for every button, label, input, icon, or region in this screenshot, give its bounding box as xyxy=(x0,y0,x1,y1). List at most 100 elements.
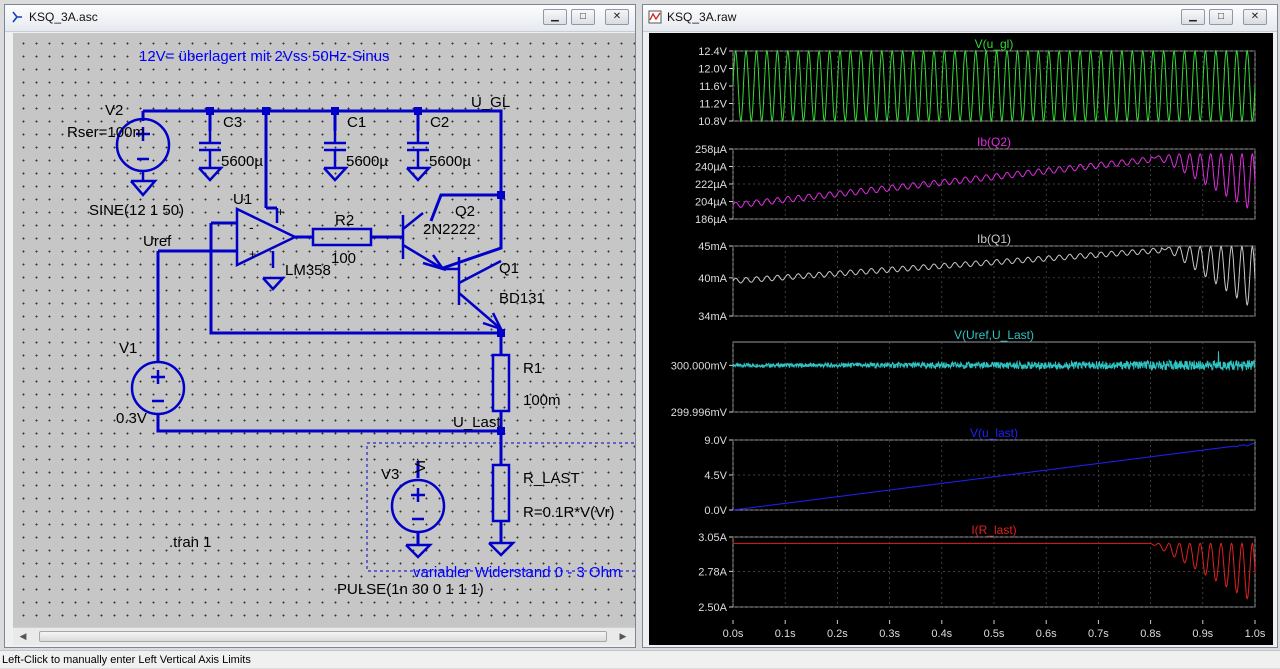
y-tick-label[interactable]: 9.0V xyxy=(704,435,727,447)
label-v1-value: 0.3V xyxy=(116,410,147,427)
ground-r-last xyxy=(488,541,517,557)
trace-3[interactable] xyxy=(732,351,1256,372)
trace-title[interactable]: V(u_last) xyxy=(970,426,1018,440)
y-tick-label[interactable]: 2.78A xyxy=(698,566,727,578)
schematic-window[interactable]: KSQ_3A.asc ▁ □ ✕ xyxy=(4,4,636,648)
label-vr: Vr xyxy=(412,459,429,473)
label-opamp-minus: - xyxy=(249,219,254,235)
label-q2-type: 2N2222 xyxy=(423,221,476,238)
y-tick-label[interactable]: 11.2V xyxy=(699,99,728,111)
label-c2-value: 5600µ xyxy=(429,153,471,170)
y-tick-label[interactable]: 4.5V xyxy=(704,470,727,482)
label-sine: SINE(12 1 50) xyxy=(89,202,184,219)
waveform-viewer[interactable]: V(u_gl) 12.4V 12.0V 11.6V 11.2V 10.8V Ib(Q2) 25… xyxy=(649,33,1273,645)
trace-title[interactable]: I(R_last) xyxy=(971,523,1016,537)
plot-pane-1[interactable]: Ib(Q2) 258µA 240µA 222µA 204µA 186µA xyxy=(695,135,1256,226)
capacitor-c3[interactable] xyxy=(198,131,224,182)
x-tick-label[interactable]: 0.3s xyxy=(879,628,900,640)
capacitor-c1[interactable] xyxy=(323,131,349,182)
x-tick-label[interactable]: 0.6s xyxy=(1036,628,1057,640)
y-tick-label[interactable]: 10.8V xyxy=(698,116,727,128)
resistor-r1[interactable] xyxy=(491,353,511,413)
trace-4[interactable] xyxy=(733,443,1256,511)
resistor-r-last[interactable] xyxy=(491,463,511,523)
x-tick-label[interactable]: 1.0s xyxy=(1245,628,1266,640)
schematic-canvas[interactable]: 12V= überlagert mit 2Vss 50Hz-Sinus V2 R… xyxy=(13,33,635,627)
schematic-app-icon xyxy=(12,11,22,23)
y-tick-label[interactable]: 3.05A xyxy=(698,532,727,544)
y-tick-label[interactable]: 222µA xyxy=(695,179,728,191)
trace-title[interactable]: Ib(Q2) xyxy=(977,135,1011,149)
plot-minimize-button[interactable]: ▁ xyxy=(1181,9,1205,25)
resistor-r2[interactable] xyxy=(311,227,373,247)
plot-pane-0[interactable]: V(u_gl) 12.4V 12.0V 11.6V 11.2V 10.8V xyxy=(698,37,1256,128)
y-tick-label[interactable]: 258µA xyxy=(695,144,728,156)
trace-title[interactable]: V(Uref,U_Last) xyxy=(954,328,1034,342)
plot-window-title: KSQ_3A.raw xyxy=(667,10,737,24)
x-tick-label[interactable]: 0.9s xyxy=(1192,628,1213,640)
maximize-button[interactable]: □ xyxy=(571,9,595,25)
x-tick-label[interactable]: 0.5s xyxy=(984,628,1005,640)
trace-2[interactable] xyxy=(732,245,1256,307)
y-tick-label[interactable]: 299.996mV xyxy=(671,407,728,419)
x-axis[interactable]: 0.0s 0.1s 0.2s 0.3s 0.4s 0.5s 0.6s 0.7s 0.8s 0.9s… xyxy=(723,620,1266,640)
trace-title[interactable]: V(u_gl) xyxy=(975,37,1014,51)
close-button[interactable]: ✕ xyxy=(605,9,629,25)
variable-resistor-box xyxy=(366,442,635,572)
transistor-q1[interactable] xyxy=(443,257,504,332)
plot-titlebar[interactable]: KSQ_3A.raw ▁ □ ✕ xyxy=(643,5,1277,32)
scroll-thumb[interactable] xyxy=(39,631,607,642)
y-tick-label[interactable]: 300.000mV xyxy=(671,360,728,372)
plot-pane-3[interactable]: V(Uref,U_Last) 300.000mV 299.996mV xyxy=(671,328,1256,419)
y-tick-label[interactable]: 40mA xyxy=(698,273,727,285)
scroll-left-icon[interactable]: ◀ xyxy=(19,631,27,641)
label-tran: .tran 1 xyxy=(169,534,212,551)
schematic-hscroll[interactable]: ◀ ▶ xyxy=(13,627,635,645)
y-tick-label[interactable]: 186µA xyxy=(695,214,728,226)
waveform-plots[interactable]: V(u_gl) 12.4V 12.0V 11.6V 11.2V 10.8V Ib(Q2) 25… xyxy=(649,33,1273,645)
schematic-titlebar[interactable]: KSQ_3A.asc ▁ □ ✕ xyxy=(5,5,635,32)
capacitor-c2[interactable] xyxy=(406,131,432,182)
y-tick-label[interactable]: 12.0V xyxy=(698,64,727,76)
plot-window[interactable]: KSQ_3A.raw ▁ □ ✕ V(u_gl) 12.4V 12.0V 11.6V 1… xyxy=(642,4,1278,648)
schematic-window-title: KSQ_3A.asc xyxy=(29,10,98,24)
x-tick-label[interactable]: 0.4s xyxy=(931,628,952,640)
plot-maximize-button[interactable]: □ xyxy=(1209,9,1233,25)
y-tick-label[interactable]: 0.0V xyxy=(704,505,727,517)
waveform-app-icon xyxy=(648,10,662,24)
plot-pane-5[interactable]: I(R_last) 3.05A 2.78A 2.50A xyxy=(698,523,1256,614)
v2-source[interactable] xyxy=(115,117,171,197)
scroll-right-icon[interactable]: ▶ xyxy=(619,631,627,641)
status-bar: Left-Click to manually enter Left Vertic… xyxy=(0,650,1280,668)
label-c1-value: 5600µ xyxy=(346,153,388,170)
v1-source[interactable] xyxy=(130,360,186,416)
y-tick-label[interactable]: 2.50A xyxy=(698,602,727,614)
plot-pane-4[interactable]: V(u_last) 9.0V 4.5V 0.0V xyxy=(704,426,1256,517)
label-u-gl: U_GL xyxy=(471,94,510,111)
y-tick-label[interactable]: 34mA xyxy=(698,311,727,323)
minimize-button[interactable]: ▁ xyxy=(543,9,567,25)
trace-5[interactable] xyxy=(733,542,1256,600)
x-tick-label[interactable]: 0.8s xyxy=(1140,628,1161,640)
label-c3: C3 xyxy=(223,114,242,131)
trace-0[interactable] xyxy=(732,49,1256,123)
x-tick-label[interactable]: 0.1s xyxy=(775,628,796,640)
v3-source[interactable] xyxy=(390,478,446,559)
x-tick-label[interactable]: 0.0s xyxy=(723,628,744,640)
label-pulse: PULSE(1n 30 0 1 1 1) xyxy=(337,581,484,598)
label-q2: Q2 xyxy=(455,203,475,220)
x-tick-label[interactable]: 0.7s xyxy=(1088,628,1109,640)
y-tick-label[interactable]: 204µA xyxy=(695,197,728,209)
y-tick-label[interactable]: 12.4V xyxy=(698,46,727,58)
plot-close-button[interactable]: ✕ xyxy=(1243,9,1267,25)
schematic-wires xyxy=(141,109,503,545)
plot-pane-2[interactable]: Ib(Q1) 45mA 40mA 34mA xyxy=(698,232,1256,323)
y-tick-label[interactable]: 11.6V xyxy=(699,81,728,93)
y-tick-label[interactable]: 45mA xyxy=(698,241,727,253)
trace-1[interactable] xyxy=(732,152,1256,209)
opamp-u1[interactable] xyxy=(235,207,298,291)
trace-title[interactable]: Ib(Q1) xyxy=(977,232,1011,246)
label-r1: R1 xyxy=(523,360,542,377)
x-tick-label[interactable]: 0.2s xyxy=(827,628,848,640)
y-tick-label[interactable]: 240µA xyxy=(695,162,728,174)
